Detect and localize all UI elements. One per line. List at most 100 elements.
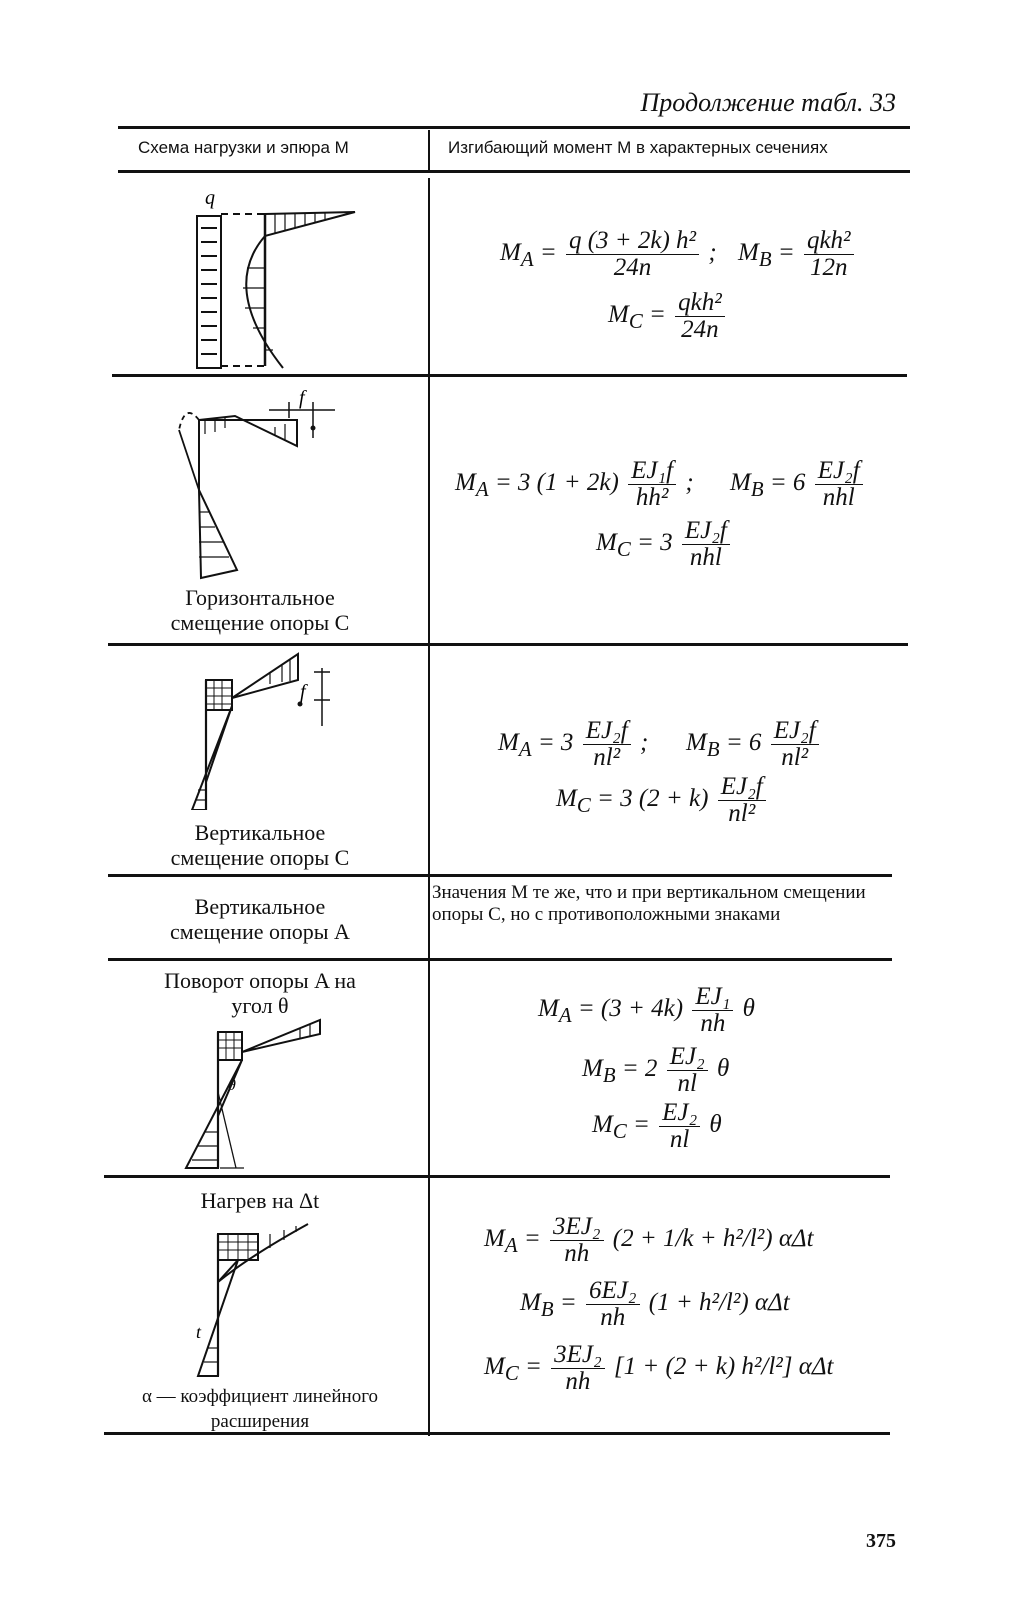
ma-denominator: nh [700,1010,726,1037]
heating-label-t: t [196,1322,202,1342]
ma-numerator: EJ₁f [628,458,677,485]
ma-factor: (2 + 1/k + h²/l²) αΔt [612,1225,814,1253]
rotation-a-diagram: θ [184,1018,321,1169]
mb-factor: (1 + h²/l²) αΔt [648,1289,790,1317]
mb-prefix: = 6 [725,729,762,757]
row-caption-vertical-displacement-c: Вертикальное смещение опоры C [170,820,350,870]
ma-prefix: = (3 + 4k) [577,995,684,1023]
ma-symbol: M [500,239,521,267]
ma-numerator: EJ₂f [582,718,631,745]
column-header-right: Изгибающий момент M в характерных сечени… [448,138,828,157]
mc-numerator: EJ₂f [681,518,730,545]
heating-diagram: t [196,1223,309,1377]
ma-separator: ; [685,469,694,497]
row-caption-horizontal-displacement: Горизонтальное смещение опоры C [170,585,350,635]
ma-subscript: A [518,737,532,762]
ma-numerator: EJ₁ [692,984,734,1011]
mb-numerator: 6EJ₂ [585,1278,640,1305]
header-bottom-rule [118,170,910,173]
mc-prefix: = 3 (2 + k) [596,785,709,813]
vertical-displacement-c-diagram: f [190,652,330,810]
mb-subscript: B [750,477,764,502]
ma-numerator: 3EJ₂ [549,1214,604,1241]
displacement-label-f: f [300,681,308,703]
ma-symbol: M [498,729,519,757]
mb-numerator: EJ₂f [814,458,863,485]
mc-numerator: EJ₂ [659,1100,701,1127]
mb-numerator: EJ₂f [770,718,819,745]
table-continuation-header: Продолжение табл. 33 [640,88,896,117]
mc-theta: θ [709,1111,722,1139]
mb-equals: = [559,1289,577,1317]
ma-symbol: M [538,995,559,1023]
ma-subscript: A [520,247,534,272]
mc-numerator: qkh² [675,290,725,317]
mb-subscript: B [758,247,772,272]
ma-subscript: A [558,1003,572,1028]
header-top-rule [118,126,910,129]
row-caption-rotation-a: Поворот опоры A на угол θ [164,968,356,1018]
ma-denominator: nh [564,1240,590,1267]
mc-subscript: C [616,537,631,562]
ma-numerator: q (3 + 2k) h² [565,228,700,255]
table-bottom-rule [104,1432,890,1435]
row-separator [108,643,908,646]
displacement-label-f: f [299,387,307,409]
mb-denominator: 12n [809,254,848,281]
column-header-left: Схема нагрузки и эпюра M [138,138,349,157]
row-separator [104,1175,890,1178]
mc-subscript: C [612,1119,627,1144]
mc-prefix: = 3 [636,529,673,557]
column-divider [428,130,430,170]
mc-subscript: C [576,793,591,818]
horizontal-displacement-diagram: f [178,387,335,580]
column-divider [428,178,430,1436]
ma-equals: = [523,1225,541,1253]
footnote-linear-expansion: α — коэффициент линейного расширения [141,1386,379,1432]
mc-numerator: EJ₂f [717,774,766,801]
mc-symbol: M [608,301,629,329]
mb-numerator: qkh² [803,228,854,255]
ma-equals: = [539,239,557,267]
mc-denominator: nl [669,1126,690,1153]
mb-denominator: nl² [781,744,809,771]
mc-denominator: nhl [689,544,722,571]
page-number: 375 [866,1530,896,1552]
mc-symbol: M [556,785,577,813]
mb-prefix: = 2 [621,1055,658,1083]
mc-denominator: 24n [681,316,719,343]
mb-symbol: M [520,1289,541,1317]
ma-denominator: hh² [635,484,669,511]
row-separator [112,374,907,377]
mc-subscript: C [628,309,643,334]
mb-theta: θ [717,1055,730,1083]
mb-equals: = [777,239,795,267]
mb-subscript: B [540,1297,554,1322]
mc-equals: = [648,301,666,329]
ma-separator: ; [639,729,649,757]
mc-symbol: M [484,1353,505,1381]
mb-prefix: = 6 [769,469,806,497]
mc-denominator: nh [565,1368,591,1395]
row-caption-vertical-displacement-a: Вертикальное смещение опоры A [170,894,350,944]
